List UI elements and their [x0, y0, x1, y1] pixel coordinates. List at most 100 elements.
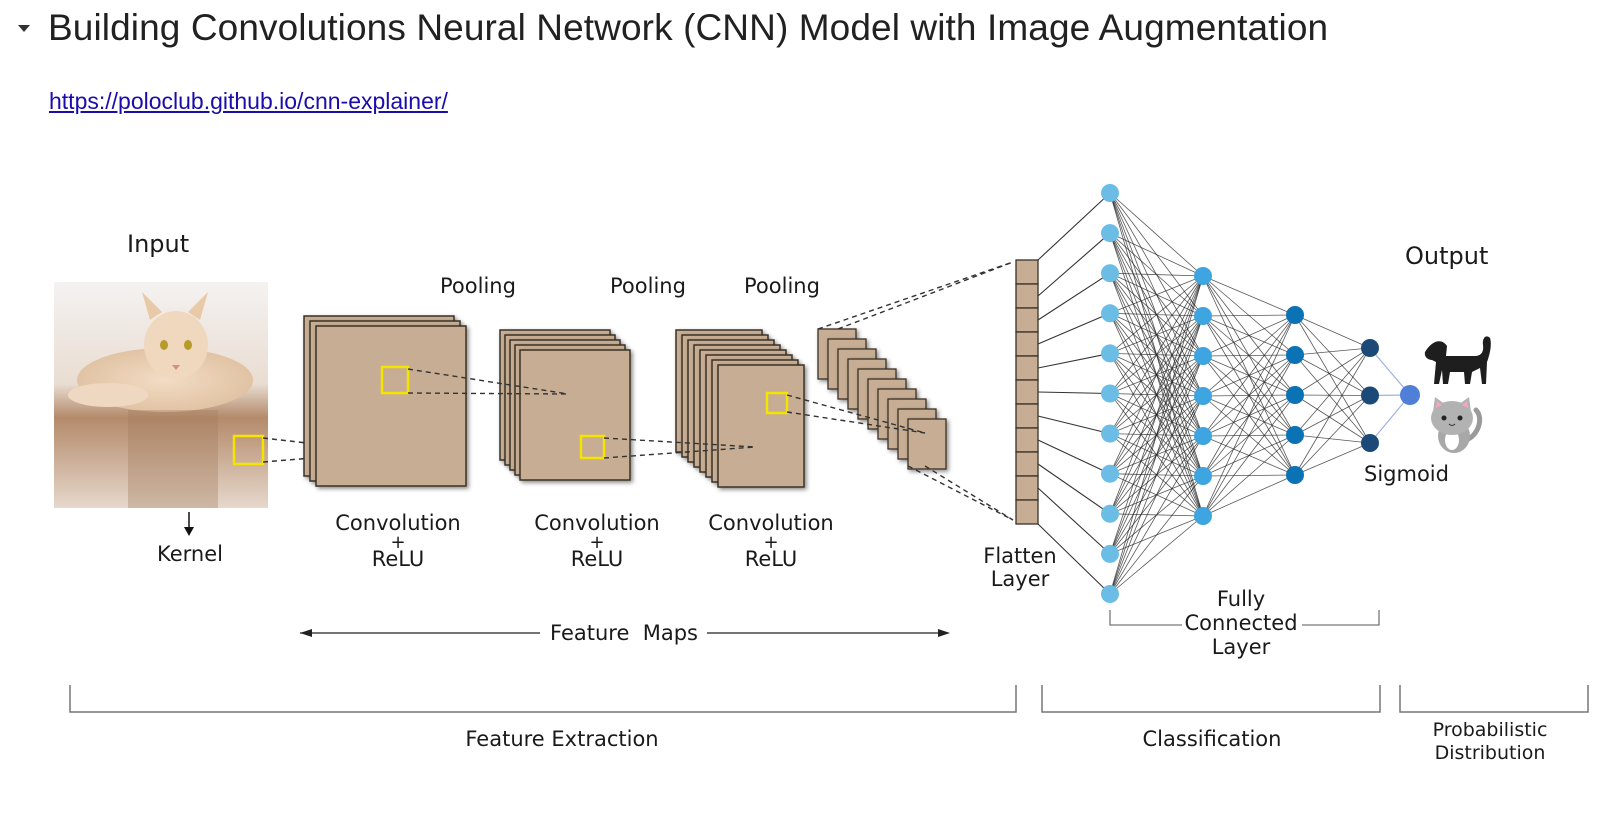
neuron	[1286, 386, 1304, 404]
connection	[1294, 314, 1371, 444]
cat-photo	[54, 282, 268, 508]
connection	[1294, 395, 1371, 436]
neuron	[1194, 307, 1212, 325]
connection	[1109, 192, 1204, 277]
connection	[1294, 442, 1371, 476]
conv-relu-label-1: Convolution + ReLU	[335, 511, 460, 571]
feature-maps-label: Feature Maps	[550, 621, 698, 645]
conv-label: Convolution	[534, 511, 659, 535]
connection	[1109, 272, 1204, 277]
projection-line	[837, 261, 1014, 330]
connection	[1109, 275, 1204, 314]
cnn-explainer-link[interactable]: https://poloclub.github.io/cnn-explainer…	[49, 88, 448, 114]
connection	[1037, 352, 1111, 369]
flatten-cell	[1015, 355, 1039, 381]
connection	[1037, 415, 1111, 435]
connection	[1369, 347, 1411, 396]
connection	[1202, 314, 1296, 477]
connection	[1202, 394, 1296, 517]
kernel-box	[380, 365, 410, 395]
kernel-arrow	[184, 512, 194, 536]
projection-line	[603, 437, 756, 448]
pooling-label-3: Pooling	[744, 274, 820, 298]
section-title: Building Convolutions Neural Network (CN…	[48, 7, 1329, 48]
feature-map	[519, 349, 631, 481]
connection	[1202, 275, 1296, 316]
cell-heading: Building Convolutions Neural Network (CN…	[0, 4, 1328, 52]
connection	[1294, 434, 1371, 444]
connection	[1294, 314, 1371, 396]
feature-map	[315, 325, 467, 487]
neuron	[1101, 544, 1119, 563]
connection	[1294, 354, 1371, 444]
projection-line	[924, 465, 1014, 521]
connection	[1294, 347, 1371, 396]
neuron	[1286, 346, 1304, 364]
connection	[1294, 314, 1371, 349]
fully-connected-bracket	[1109, 610, 1380, 626]
conv-relu-label-3: Convolution + ReLU	[708, 511, 833, 571]
neuron	[1194, 267, 1212, 285]
neuron	[1400, 385, 1420, 405]
relu-label: ReLU	[372, 547, 425, 571]
input-kernel-box	[232, 434, 265, 466]
conv-label: Convolution	[335, 511, 460, 535]
flatten-cell	[1015, 451, 1039, 477]
connection	[1109, 395, 1204, 595]
connection	[1109, 435, 1204, 595]
connection	[1294, 395, 1371, 476]
relu-label: ReLU	[745, 547, 798, 571]
connection	[1037, 192, 1111, 261]
collapse-section-button[interactable]	[0, 4, 48, 52]
connection	[1202, 314, 1296, 317]
flatten-cell	[1015, 475, 1039, 501]
classification-label: Classification	[1143, 727, 1282, 751]
flatten-cell	[1015, 403, 1039, 429]
connection	[1109, 232, 1204, 277]
neuron	[1101, 384, 1119, 403]
neuron	[1101, 504, 1119, 523]
neuron	[1194, 347, 1212, 365]
feature-map-stack-2	[499, 329, 631, 481]
flatten-cell	[1015, 283, 1039, 309]
feature-map-stacks	[303, 261, 1014, 521]
connection	[1202, 434, 1296, 517]
plus-label: +	[589, 532, 604, 553]
neuron	[1101, 344, 1119, 363]
flatten-label-1: Flatten	[983, 544, 1056, 568]
neuron	[1194, 467, 1212, 485]
connection	[1037, 439, 1111, 475]
feature-map-stack-1	[303, 315, 467, 487]
flatten-cell	[1015, 499, 1039, 525]
probabilistic-bracket	[1399, 685, 1589, 713]
connection	[1037, 272, 1111, 321]
relu-label: ReLU	[571, 547, 624, 571]
connection	[1109, 515, 1204, 595]
projection-line	[603, 446, 756, 459]
neuron	[1286, 306, 1304, 324]
neuron	[1101, 264, 1119, 283]
feature-extraction-label: Feature Extraction	[465, 727, 658, 751]
feature-map-stack-4	[817, 328, 947, 470]
flatten-label-2: Layer	[991, 567, 1050, 591]
connection	[1202, 314, 1296, 397]
connection	[1202, 474, 1296, 517]
connection	[1109, 275, 1204, 595]
connection	[1037, 391, 1111, 395]
flatten-cell	[1015, 427, 1039, 453]
connection	[1037, 487, 1111, 555]
projection-line	[786, 394, 926, 434]
section-brackets	[69, 685, 1589, 713]
flatten-cell	[1015, 379, 1039, 405]
neuron	[1361, 434, 1379, 452]
neuron	[1101, 304, 1119, 323]
connection	[1037, 312, 1111, 345]
plus-label: +	[390, 532, 405, 553]
connection	[1109, 275, 1204, 434]
kernel-box	[765, 391, 789, 415]
conv-relu-label-2: Convolution + ReLU	[534, 511, 659, 571]
neuron	[1286, 426, 1304, 444]
output-label: Output	[1405, 242, 1488, 270]
neuron	[1101, 585, 1119, 603]
dog-silhouette-icon	[1424, 336, 1491, 384]
